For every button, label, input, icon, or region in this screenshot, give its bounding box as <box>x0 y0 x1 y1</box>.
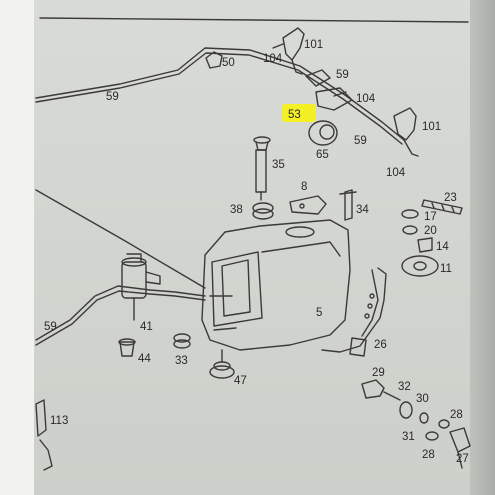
ring-31 <box>425 431 439 441</box>
label-38: 38 <box>230 204 243 216</box>
page-edge-right <box>470 0 495 495</box>
label-35: 35 <box>272 159 285 171</box>
strip-23 <box>421 199 463 215</box>
hose-59-lower-inner <box>35 290 206 346</box>
label-8: 8 <box>301 181 307 193</box>
hose-59-lower <box>35 285 206 341</box>
bracket-113 <box>35 399 53 471</box>
seal-28a <box>438 419 450 429</box>
label-23: 23 <box>444 192 457 204</box>
label-104-top: 104 <box>263 53 283 65</box>
filter-tube-35 <box>253 136 271 201</box>
label-28-b: 28 <box>422 449 435 461</box>
reservoir-tank-5 <box>201 219 351 351</box>
grommet-44 <box>118 338 136 357</box>
cap-47 <box>209 349 235 379</box>
cap-38 <box>252 202 274 220</box>
ring-20 <box>402 225 418 235</box>
highlight-marker-53 <box>282 104 316 122</box>
connector-27 <box>449 427 471 469</box>
label-50: 50 <box>222 57 235 69</box>
label-34: 34 <box>356 204 369 216</box>
hose-diagonal <box>35 189 206 289</box>
pump-cover-11 <box>401 255 439 277</box>
label-113: 113 <box>50 415 68 427</box>
valve-65 <box>308 120 338 146</box>
label-31: 31 <box>402 431 415 443</box>
wiring-harness-26 <box>321 267 387 357</box>
seal-17 <box>401 209 419 219</box>
label-104-mid: 104 <box>356 93 376 105</box>
label-33: 33 <box>175 355 188 367</box>
label-47: 47 <box>234 375 247 387</box>
top-edge-line <box>39 17 469 23</box>
washer-32-30 <box>399 401 429 424</box>
grommet-33 <box>173 333 191 349</box>
sensor-29 <box>361 379 401 401</box>
label-5: 5 <box>316 307 322 319</box>
page-edge-left <box>0 0 34 495</box>
nozzle-101-top <box>272 27 305 75</box>
label-27: 27 <box>456 453 469 465</box>
label-44: 44 <box>138 353 151 365</box>
label-20: 20 <box>424 225 437 237</box>
label-65: 65 <box>316 149 329 161</box>
label-30: 30 <box>416 393 429 405</box>
label-59-lower: 59 <box>44 321 57 333</box>
pump-41 <box>121 253 161 321</box>
grommet-14 <box>417 237 433 253</box>
bracket-8 <box>289 195 327 215</box>
label-14: 14 <box>436 241 449 253</box>
label-59-left: 59 <box>106 91 119 103</box>
label-11: 11 <box>440 263 452 275</box>
nozzle-101-right <box>393 107 419 157</box>
part-labels: 101 104 50 59 59 104 53 65 59 101 104 35… <box>44 39 469 465</box>
clip-50 <box>205 51 223 69</box>
label-41: 41 <box>140 321 153 333</box>
label-32: 32 <box>398 381 411 393</box>
label-104-right: 104 <box>386 167 406 179</box>
hose-59-top-inner <box>35 52 403 145</box>
label-101-right: 101 <box>422 121 441 133</box>
label-59-right: 59 <box>354 135 367 147</box>
label-53: 53 <box>288 109 301 121</box>
bolt-34 <box>339 189 357 221</box>
label-59-top: 59 <box>336 69 349 81</box>
label-29: 29 <box>372 367 385 379</box>
tee-connector <box>305 69 353 111</box>
label-17: 17 <box>424 211 437 223</box>
hose-59-top <box>35 47 405 141</box>
label-28-a: 28 <box>450 409 463 421</box>
label-101-top: 101 <box>304 39 323 51</box>
label-26: 26 <box>374 339 387 351</box>
